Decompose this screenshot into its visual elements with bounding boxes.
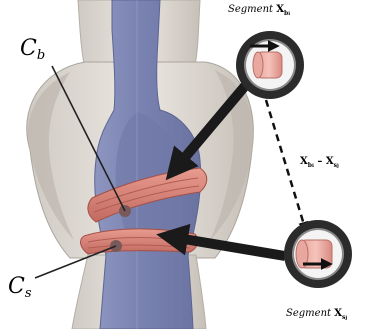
label-segment-bottom: Segment Xsj (286, 309, 347, 321)
label-cs: Cs (8, 276, 32, 300)
magnifier-top-icon (236, 31, 304, 99)
label-segment-top: Segment Xbi (228, 5, 290, 17)
label-cb: Cb (20, 38, 45, 62)
segment-cylinder-icon (253, 52, 282, 78)
label-segment-difference: Xbi – Xsj (300, 157, 339, 169)
magnifier-bottom-icon (284, 220, 352, 288)
